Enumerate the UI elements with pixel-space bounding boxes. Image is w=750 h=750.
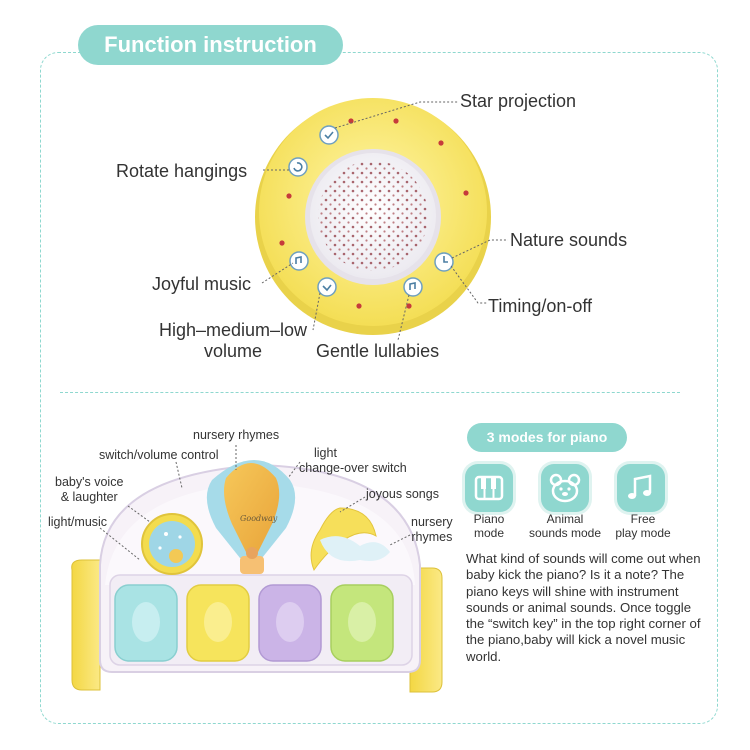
button-timing bbox=[434, 252, 454, 272]
label-light-line1: light bbox=[314, 446, 337, 460]
label-star-projection: Star projection bbox=[460, 91, 577, 111]
piano-mode-icon bbox=[465, 464, 513, 512]
button-rotate bbox=[288, 157, 308, 177]
button-lullabies bbox=[403, 277, 423, 297]
button-joyful-music bbox=[289, 251, 309, 271]
projector-pointer-lines bbox=[261, 101, 508, 341]
label-light-switch: light change-over switch bbox=[299, 446, 407, 476]
label-babys-voice-line1: baby's voice bbox=[55, 475, 124, 489]
button-volume bbox=[317, 277, 337, 297]
label-light-line2: change-over switch bbox=[299, 461, 407, 475]
left-support bbox=[71, 559, 101, 691]
label-volume: High–medium–low volume bbox=[148, 320, 318, 361]
bear-icon bbox=[541, 464, 589, 512]
piano-key-yellow bbox=[186, 584, 250, 662]
content-frame bbox=[40, 52, 718, 724]
mode-label-piano: Piano mode bbox=[459, 512, 519, 541]
projector-body bbox=[255, 98, 491, 335]
label-switch-volume: switch/volume control bbox=[99, 448, 219, 462]
mode-label-piano-line2: mode bbox=[473, 525, 505, 540]
mode-label-free-line1: Free bbox=[630, 512, 656, 526]
light-music-dial bbox=[141, 513, 203, 575]
label-gentle-lullabies: Gentle lullabies bbox=[316, 341, 440, 361]
mode-label-piano-line1: Piano bbox=[473, 512, 505, 526]
modes-heading: 3 modes for piano bbox=[467, 423, 627, 452]
piano-description: What kind of sounds will come out when b… bbox=[466, 551, 701, 664]
label-nursery-rhymes-right: nursery rhymes bbox=[411, 515, 453, 545]
piano-pointer-lines bbox=[99, 445, 411, 561]
label-nursery-rhymes-top: nursery rhymes bbox=[193, 428, 280, 442]
label-babys-voice: baby's voice & laughter bbox=[55, 475, 123, 505]
mode-label-free: Free play mode bbox=[608, 512, 678, 541]
piano-key-purple bbox=[258, 584, 322, 662]
mode-label-animal-line2: sounds mode bbox=[528, 525, 602, 540]
label-timing-on-off: Timing/on-off bbox=[488, 296, 593, 316]
page-title: Function instruction bbox=[78, 25, 343, 65]
hot-air-balloon bbox=[206, 460, 296, 574]
label-volume-line2: volume bbox=[203, 340, 263, 361]
brand-logo: Goodway bbox=[240, 514, 278, 523]
piano-key-blue bbox=[114, 584, 178, 662]
label-volume-line1: High–medium–low bbox=[158, 320, 308, 340]
label-joyful-music: Joyful music bbox=[152, 274, 252, 294]
label-rotate-hangings: Rotate hangings bbox=[116, 161, 248, 181]
section-divider bbox=[60, 392, 680, 393]
piano-key-green bbox=[330, 584, 394, 662]
label-nature-sounds: Nature sounds bbox=[510, 230, 628, 250]
label-nursery-right-line1: nursery bbox=[411, 515, 453, 529]
label-nursery-right-line2: rhymes bbox=[411, 530, 453, 544]
mode-label-animal: Animal sounds mode bbox=[527, 512, 603, 541]
mode-label-animal-line1: Animal bbox=[546, 512, 584, 526]
button-star-projection bbox=[319, 125, 339, 145]
moon-decoration bbox=[310, 507, 390, 572]
mode-label-free-line2: play mode bbox=[615, 525, 671, 540]
label-light-music: light/music bbox=[48, 515, 108, 529]
label-babys-voice-line2: & laughter bbox=[60, 490, 118, 504]
music-note-icon bbox=[617, 464, 665, 512]
label-joyous-songs: joyous songs bbox=[366, 487, 439, 501]
